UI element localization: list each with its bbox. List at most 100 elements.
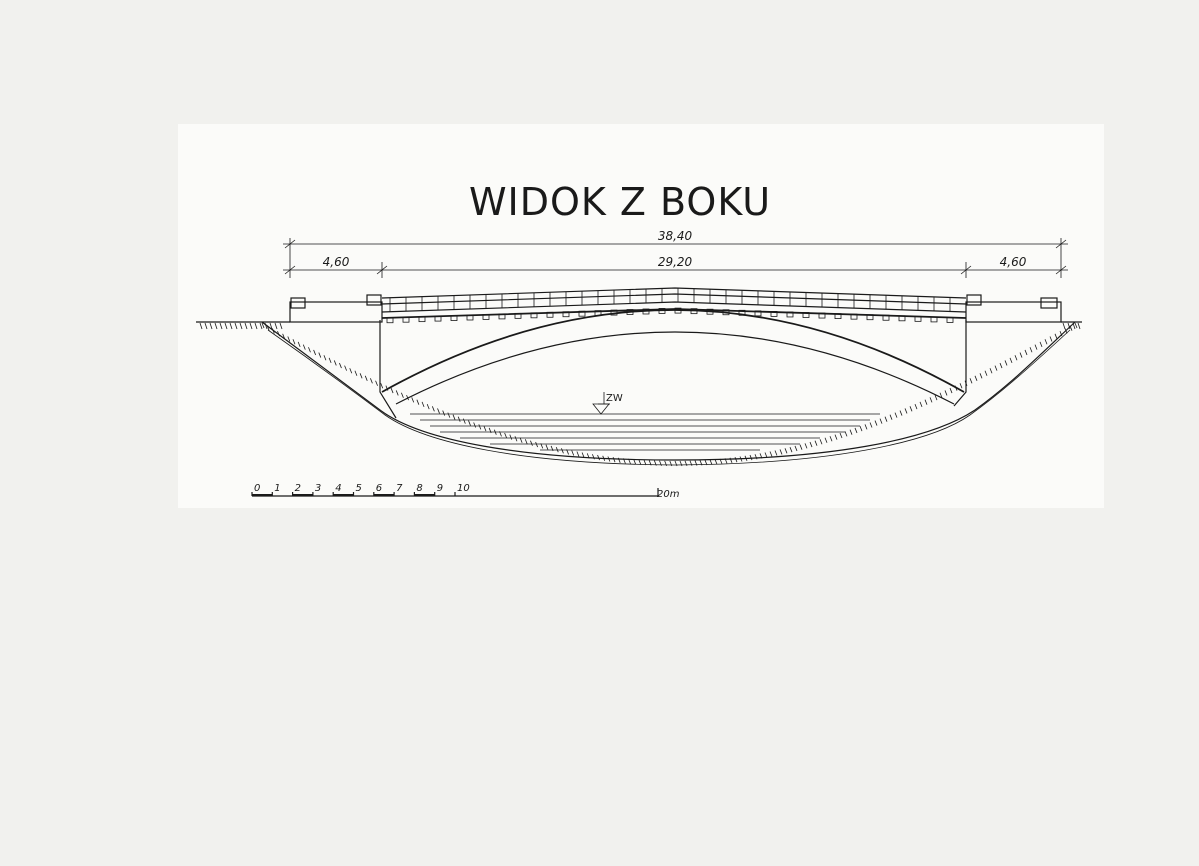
- soil-mark: [1064, 328, 1068, 334]
- soil-mark: [1019, 352, 1023, 358]
- soil-mark: [431, 406, 435, 412]
- soil-mark: [623, 458, 626, 464]
- soil-mark: [297, 341, 301, 348]
- soil-mark: [754, 454, 758, 460]
- soil-mark: [1024, 349, 1028, 356]
- soil-mark: [279, 322, 283, 330]
- scale-bar-tick-label: 3: [315, 483, 321, 494]
- soil-mark: [535, 441, 538, 448]
- soil-mark: [724, 458, 728, 464]
- scale-bar-tick-label: 1: [274, 483, 280, 494]
- soil-mark: [292, 339, 296, 345]
- soil-mark: [714, 459, 718, 465]
- scale-bar-segment: [373, 494, 395, 496]
- soil-mark: [457, 416, 461, 422]
- dimension-right-approach: 4,60: [1000, 255, 1027, 269]
- scale-bar-segment: [333, 494, 354, 496]
- soil-mark: [261, 322, 265, 329]
- soil-mark: [249, 322, 253, 330]
- soil-mark: [359, 373, 363, 379]
- soil-mark: [939, 392, 943, 398]
- soil-mark: [929, 397, 933, 403]
- soil-mark: [287, 336, 291, 342]
- deck-bracket: [898, 315, 906, 322]
- soil-mark: [318, 352, 322, 358]
- soil-mark: [571, 450, 575, 456]
- soil-mark: [239, 322, 243, 330]
- soil-mark: [339, 362, 342, 369]
- soil-mark: [628, 458, 631, 464]
- soil-mark: [904, 408, 908, 414]
- soil-mark: [984, 370, 988, 376]
- deck-bracket: [642, 308, 650, 315]
- deck-bracket: [594, 310, 602, 317]
- soil-mark: [1074, 322, 1078, 329]
- soil-mark: [390, 387, 394, 394]
- soil-mark: [1077, 322, 1081, 330]
- scale-bar-tick-label: 4: [335, 483, 341, 494]
- soil-mark: [452, 414, 456, 420]
- soil-mark: [659, 460, 662, 466]
- soil-mark: [468, 420, 471, 426]
- soil-mark: [504, 432, 508, 439]
- scale-bar-tick-label: 8: [416, 483, 422, 494]
- dimension-lines: [283, 238, 1068, 278]
- soil-mark: [689, 460, 693, 466]
- soil-mark: [814, 440, 818, 446]
- abutments: [379, 320, 967, 419]
- soil-mark: [734, 457, 738, 463]
- soil-mark: [370, 378, 373, 384]
- soil-mark: [844, 431, 848, 437]
- soil-mark: [819, 439, 823, 445]
- soil-mark: [375, 380, 378, 386]
- soil-mark: [633, 459, 637, 465]
- deck-bracket: [690, 308, 698, 315]
- soil-mark: [437, 408, 440, 414]
- soil-mark: [1049, 336, 1053, 342]
- soil-mark: [229, 322, 233, 330]
- soil-mark: [994, 365, 998, 371]
- deck-bracket: [946, 317, 954, 323]
- soil-mark: [302, 344, 306, 350]
- soil-mark: [909, 406, 913, 412]
- water-level-marker: [592, 392, 610, 415]
- soil-mark: [509, 434, 513, 440]
- soil-mark: [719, 458, 723, 464]
- soil-mark: [769, 451, 773, 457]
- soil-mark: [924, 399, 928, 405]
- drawing-title: WIDOK Z BOKU: [469, 180, 771, 224]
- deck-bracket: [450, 315, 458, 321]
- scale-bar-tick-label: 7: [396, 483, 403, 494]
- soil-mark: [344, 365, 347, 371]
- bridge-arch: [381, 309, 965, 405]
- soil-mark: [277, 330, 280, 337]
- scale-bar-tick-label: 0: [254, 483, 260, 494]
- scale-bar-tick-label: 2: [295, 483, 301, 494]
- deck-bracket: [578, 310, 586, 317]
- soil-mark: [864, 424, 868, 430]
- soil-mark: [266, 325, 270, 331]
- deck-bracket: [418, 316, 426, 323]
- soil-mark: [653, 460, 657, 466]
- soil-mark: [764, 452, 768, 458]
- soil-mark: [648, 460, 652, 466]
- soil-mark: [874, 420, 878, 426]
- soil-mark: [744, 455, 748, 461]
- soil-mark: [979, 373, 983, 379]
- soil-mark: [829, 436, 833, 442]
- soil-mark: [989, 368, 993, 374]
- deck-bracket: [514, 312, 522, 319]
- soil-mark: [254, 322, 258, 330]
- soil-mark: [944, 390, 948, 396]
- soil-mark: [784, 448, 788, 454]
- deck-bracket: [434, 315, 442, 322]
- soil-mark: [834, 434, 838, 440]
- soil-mark: [914, 403, 918, 410]
- soil-mark: [478, 424, 482, 430]
- deck-bracket: [722, 309, 730, 316]
- soil-mark: [269, 322, 273, 330]
- soil-mark: [969, 378, 973, 384]
- deck-bracket: [786, 311, 794, 318]
- soil-mark: [664, 460, 668, 467]
